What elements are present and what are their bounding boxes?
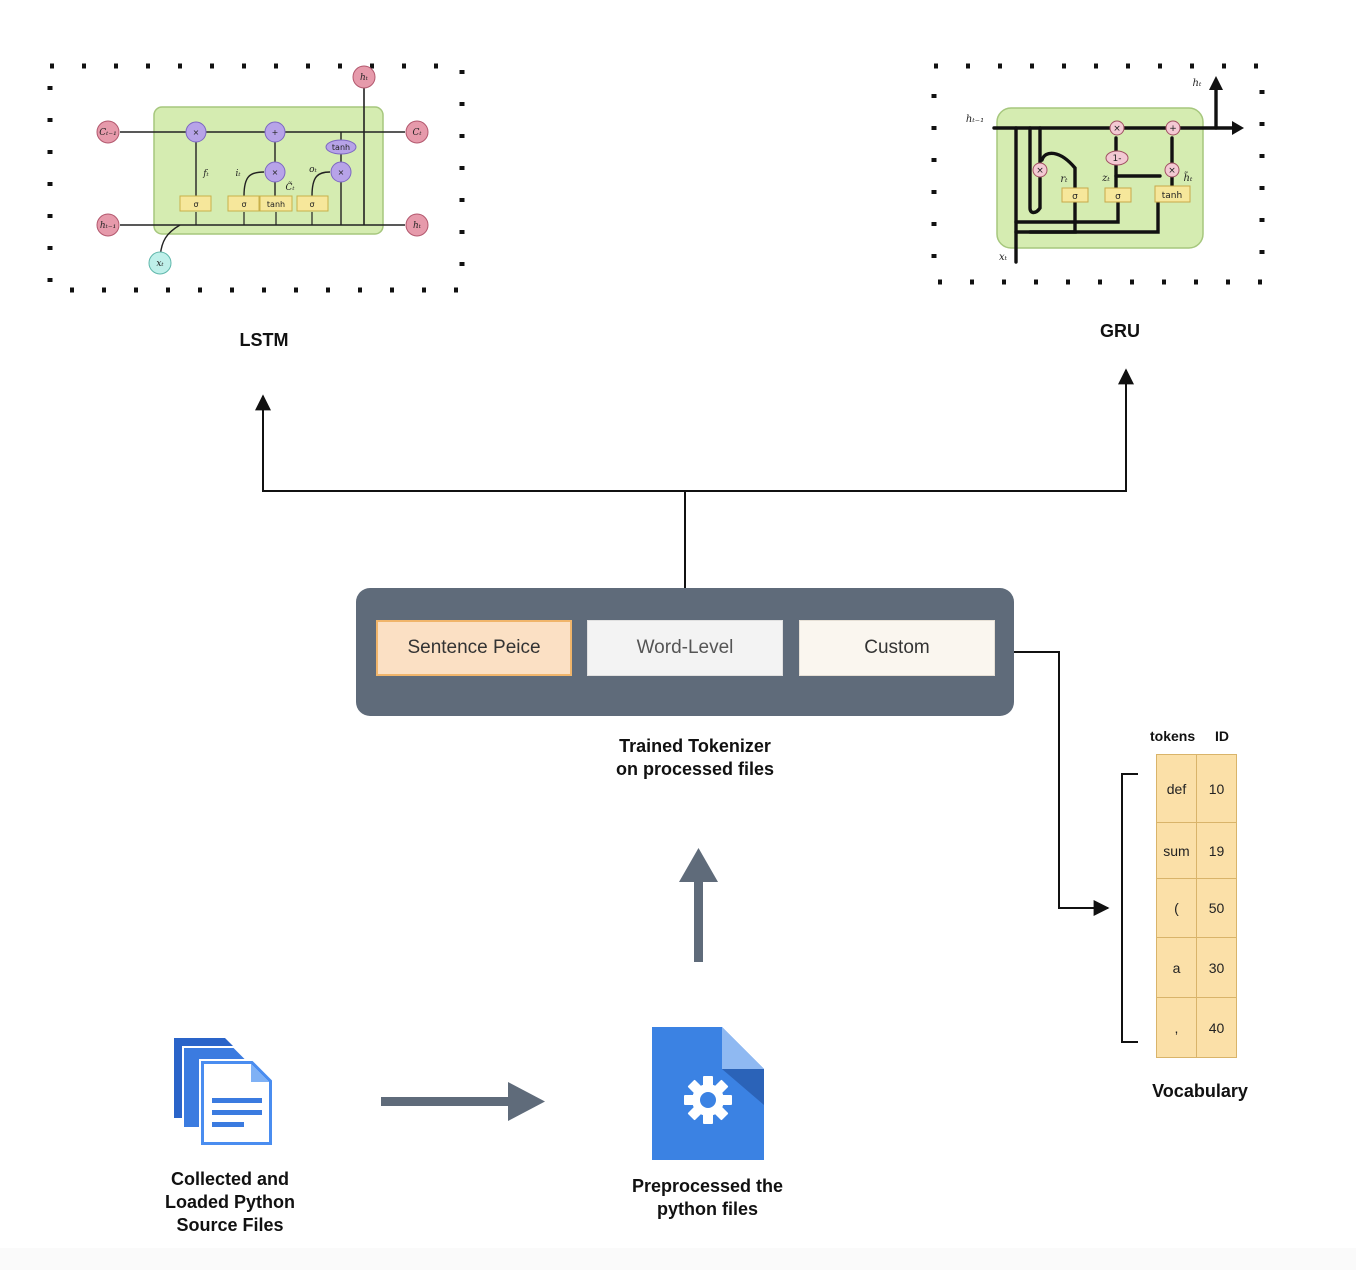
lstm-op-tanh: tanh	[332, 143, 350, 152]
tokenizer-caption: Trained Tokenizer on processed files	[570, 735, 820, 781]
gru-op-1: ×	[1036, 166, 1044, 176]
gru-sym-r: rₜ	[1060, 174, 1068, 185]
arrow-preprocess-to-tokenizer	[679, 848, 718, 962]
gru-sym-z: zₜ	[1101, 173, 1110, 184]
vocabulary-id: 30	[1208, 959, 1225, 976]
preprocess-caption-line-1: Preprocessed the	[631, 1176, 784, 1196]
vocabulary-header-tokens: tokens	[1150, 728, 1196, 744]
tokenizer-option-word-level[interactable]: Word-Level	[587, 620, 783, 676]
lstm-op-4: ×	[338, 168, 345, 177]
arrow-files-to-preprocess	[381, 1082, 545, 1121]
vocabulary-row: , 40	[1156, 998, 1237, 1058]
lstm-op-3: ×	[272, 168, 279, 177]
preprocess-caption: Preprocessed the python files	[590, 1175, 825, 1221]
lstm-sym-i: iₜ	[235, 169, 241, 179]
connector-to-vocabulary	[1014, 651, 1110, 916]
lstm-sym-c-t: Cₜ	[412, 128, 422, 138]
gru-op-3: +	[1169, 124, 1177, 134]
vocabulary-token: (	[1157, 879, 1197, 937]
lstm-op-1: ×	[193, 128, 200, 137]
vocabulary-id: 19	[1208, 842, 1225, 859]
gru-op-2: ×	[1113, 124, 1121, 134]
lstm-sym-h-prev: hₜ₋₁	[100, 221, 116, 231]
vocabulary-token: def	[1157, 755, 1197, 822]
lstm-gate-2: σ	[241, 200, 246, 209]
vocabulary-bracket	[1121, 773, 1138, 1043]
vocabulary-id: 10	[1208, 780, 1225, 797]
gru-label: GRU	[1100, 321, 1140, 341]
lstm-sym-c-tilde: C̃ₜ	[285, 181, 295, 193]
tokenizer-caption-line-1: Trained Tokenizer	[619, 736, 771, 756]
lstm-sym-f: fₜ	[202, 169, 209, 179]
tokenizer-panel: Sentence Peice Word-Level Custom	[356, 588, 1014, 716]
vocabulary-id: 50	[1208, 900, 1225, 916]
vocabulary-table: def 10 sum 19 ( 50 a 30 , 40	[1156, 754, 1237, 1058]
lstm-sym-h-right: hₜ	[413, 221, 422, 231]
tokenizer-option-custom[interactable]: Custom	[799, 620, 995, 676]
gru-gate-r: σ	[1072, 192, 1078, 202]
gru-gate-z: σ	[1115, 192, 1121, 202]
gru-gate-tanh: tanh	[1162, 191, 1182, 201]
gru-dotted-frame	[931, 63, 1265, 285]
gru-sym-x: xₜ	[999, 252, 1008, 263]
vocabulary-id: 40	[1208, 1019, 1225, 1036]
sources-caption: Collected and Loaded Python Source Files	[130, 1168, 330, 1237]
lstm-label: LSTM	[239, 330, 289, 350]
gru-op-one-minus: 1-	[1113, 154, 1122, 164]
vocabulary-row: a 30	[1156, 938, 1237, 998]
vocabulary-label: Vocabulary	[1152, 1081, 1248, 1101]
vocabulary-row: ( 50	[1156, 879, 1237, 938]
vocabulary-token: a	[1157, 938, 1197, 997]
lstm-op-2: +	[272, 128, 279, 137]
gru-sym-h-prev: hₜ₋₁	[966, 114, 984, 125]
gru-cell-body	[996, 107, 1204, 249]
vocabulary-row: def 10	[1156, 754, 1237, 823]
sources-caption-line-2: Loaded Python	[165, 1192, 295, 1212]
lstm-sym-c-prev: Cₜ₋₁	[99, 128, 116, 138]
connector-to-gru	[685, 368, 1134, 492]
vocabulary-row: sum 19	[1156, 823, 1237, 879]
vocabulary-token: sum	[1157, 823, 1197, 878]
lstm-gate-1: σ	[193, 200, 198, 209]
lstm-sym-x: xₜ	[156, 259, 164, 269]
lstm-sym-o: oₜ	[309, 165, 317, 175]
vocabulary-token: ,	[1157, 998, 1197, 1057]
bottom-strip	[0, 1248, 1356, 1270]
gru-sym-h-tilde: h̃ₜ	[1184, 172, 1193, 184]
preprocess-caption-line-2: python files	[656, 1199, 758, 1219]
lstm-gate-3: tanh	[267, 200, 285, 209]
gru-op-4: ×	[1168, 166, 1176, 176]
gear-icon	[684, 1076, 732, 1124]
tokenizer-caption-line-2: on processed files	[615, 759, 775, 779]
sources-caption-line-1: Collected and	[170, 1169, 290, 1189]
vocabulary-header-id: ID	[1215, 728, 1229, 744]
connector-to-lstm	[255, 394, 685, 492]
lstm-sym-h-top: hₜ	[360, 73, 369, 83]
lstm-gate-4: σ	[309, 200, 314, 209]
gru-sym-h-t: hₜ	[1193, 78, 1202, 89]
tokenizer-option-sentence-piece[interactable]: Sentence Peice	[376, 620, 572, 676]
sources-caption-line-3: Source Files	[176, 1215, 284, 1235]
